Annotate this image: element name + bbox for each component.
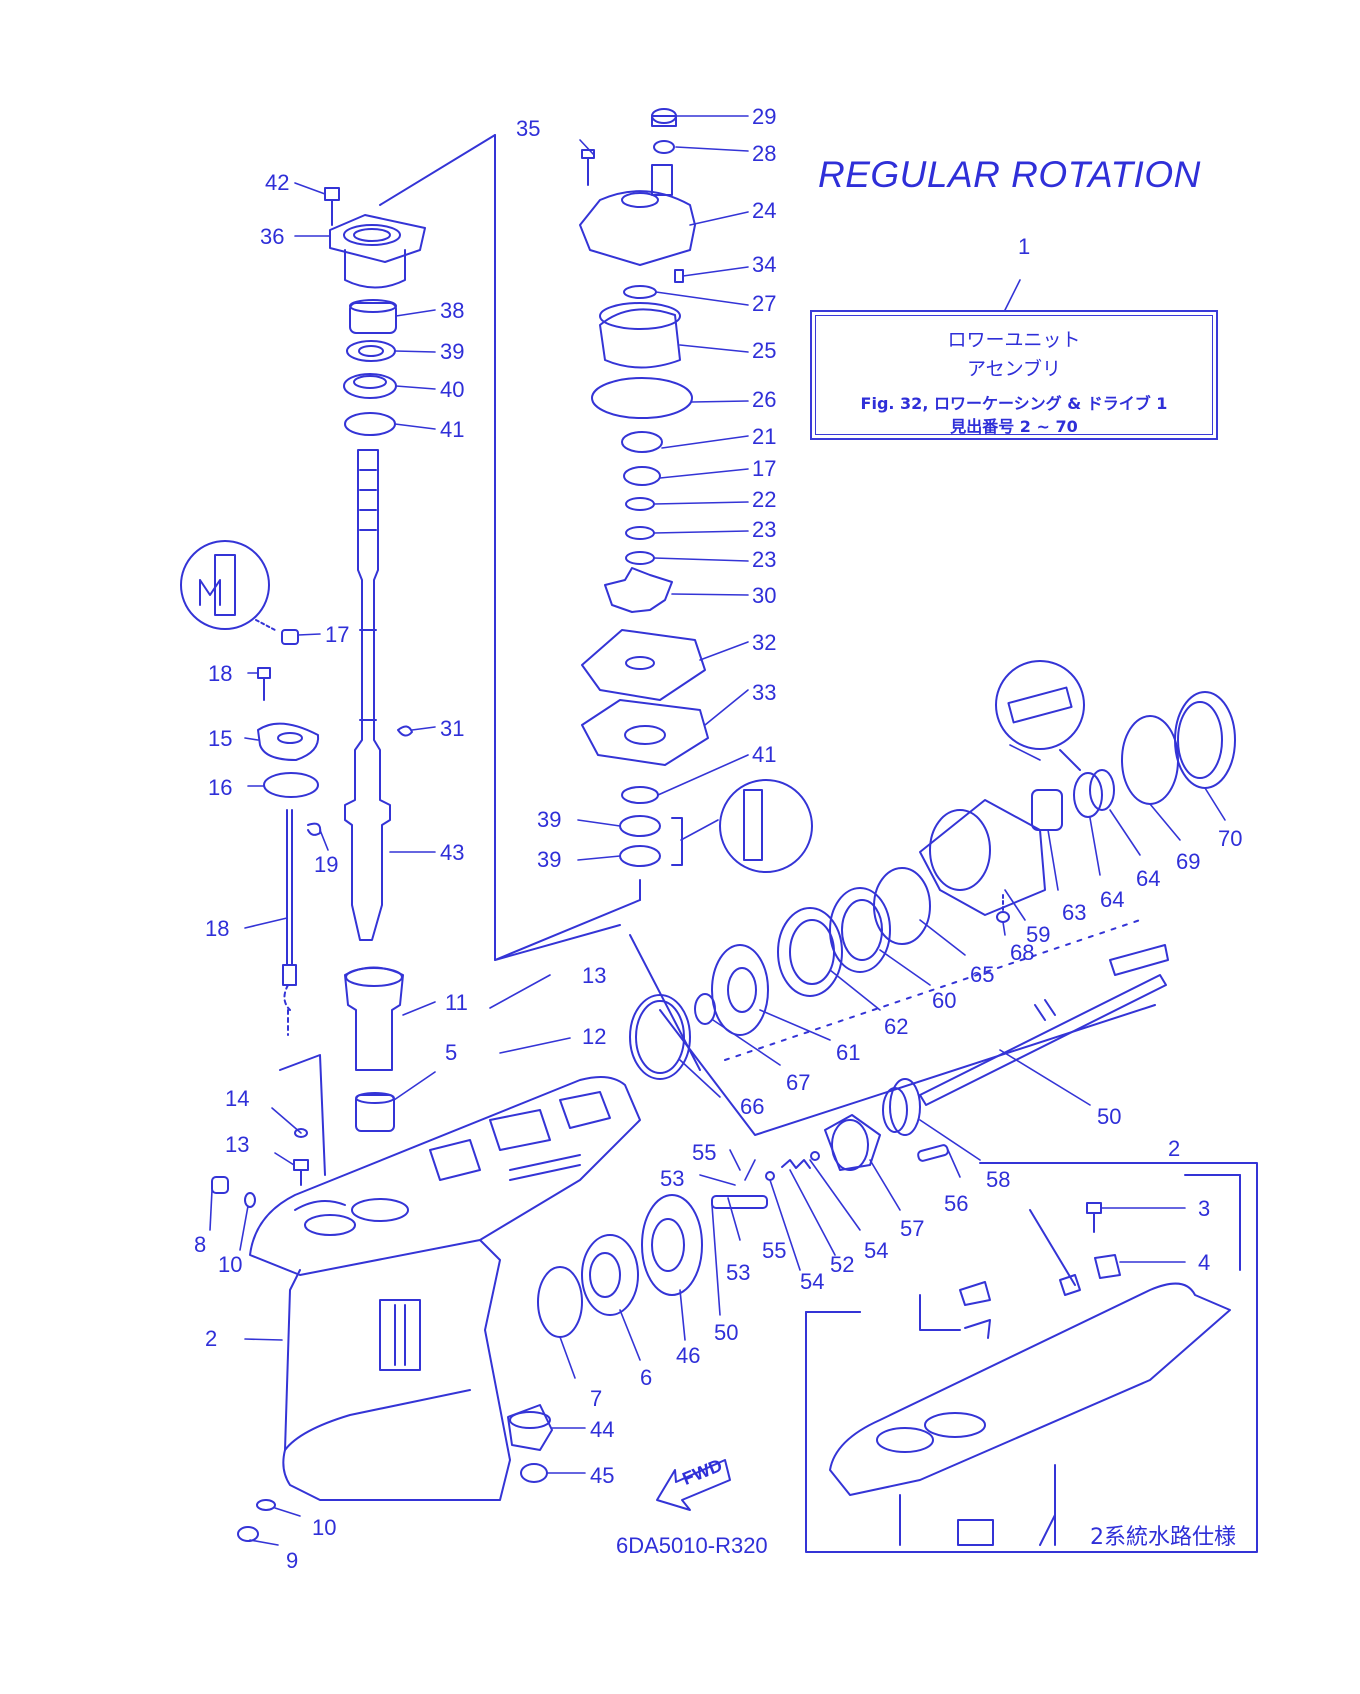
- callout-49: 46: [676, 1343, 700, 1368]
- callout-40: 38: [440, 298, 464, 323]
- callout-23b: 23: [752, 547, 776, 572]
- callout-16: 15: [208, 726, 232, 751]
- callout-14: 13: [225, 1132, 249, 1157]
- callout-8: 8: [194, 1232, 206, 1257]
- callout-57: 57: [900, 1216, 924, 1241]
- callout-64a: 64: [1100, 887, 1124, 912]
- callout-60: 60: [932, 988, 956, 1013]
- callout-33: 31: [440, 716, 464, 741]
- callout-2: 2: [205, 1326, 217, 1351]
- callout-19: 18: [208, 661, 232, 686]
- guide-lines: [279, 134, 1156, 1176]
- lower-casing: [249, 1075, 641, 1501]
- shift-rod-group: [180, 540, 322, 1542]
- callout-1: 1: [1018, 234, 1030, 259]
- callout-55a: 55: [692, 1140, 716, 1165]
- callout-17: 16: [208, 775, 232, 800]
- callout-63: 63: [1062, 900, 1086, 925]
- callout-47: 44: [590, 1417, 614, 1442]
- callout-6: 6: [640, 1365, 652, 1390]
- callout-53a: 53: [660, 1166, 684, 1191]
- callout-51: 50: [714, 1320, 738, 1345]
- drive-shaft-group: [324, 187, 426, 1132]
- callout-42: 40: [440, 377, 464, 402]
- callout-37: 35: [516, 116, 540, 141]
- callout-50: 50: [1097, 1104, 1121, 1129]
- callout-43: 41: [440, 417, 464, 442]
- callout-64b: 64: [1136, 866, 1160, 891]
- callout-inset-4: 4: [1198, 1250, 1210, 1275]
- callout-46: 43: [440, 840, 464, 865]
- callout-58: 58: [986, 1167, 1010, 1192]
- callout-23a: 22: [752, 487, 776, 512]
- callout-56: 56: [944, 1191, 968, 1216]
- callout-53b: 53: [726, 1260, 750, 1285]
- callout-12: 12: [582, 1024, 606, 1049]
- callout-7: 7: [590, 1386, 602, 1411]
- callout-5: 5: [445, 1040, 457, 1065]
- drawing-code: 6DA5010-R320: [616, 1533, 768, 1558]
- callout-9: 9: [286, 1548, 298, 1573]
- callout-39b: 39: [537, 847, 561, 872]
- callout-70: 70: [1218, 826, 1242, 851]
- callout-inset-3: 3: [1198, 1196, 1210, 1221]
- callout-52: 52: [830, 1252, 854, 1277]
- callout-29: 27: [752, 291, 776, 316]
- callout-20: 18: [205, 916, 229, 941]
- callout-38: 36: [260, 224, 284, 249]
- callout-28: 26: [752, 387, 776, 412]
- callout-31: 29: [752, 104, 776, 129]
- callout-inset-2: 2: [1168, 1136, 1180, 1161]
- gear-group: [507, 660, 1236, 1483]
- callout-62: 62: [884, 1014, 908, 1039]
- callout-65: 65: [970, 962, 994, 987]
- callout-27: 25: [752, 338, 776, 363]
- callout-55b: 55: [762, 1238, 786, 1263]
- callout-36: 34: [752, 252, 776, 277]
- leader-lines: [209, 115, 1226, 1546]
- callout-54b: 54: [800, 1269, 824, 1294]
- callout-11: 11: [445, 990, 468, 1015]
- diagram-title: REGULAR ROTATION: [818, 154, 1201, 195]
- callout-61: 61: [836, 1040, 860, 1065]
- callout-68: 68: [1010, 940, 1034, 965]
- callout-34: 32: [752, 630, 776, 655]
- callout-48: 45: [590, 1463, 614, 1488]
- callout-30: 28: [752, 141, 776, 166]
- callout-15: 14: [225, 1086, 249, 1111]
- assembly-reference-box: ロワーユニット アセンブリ Fig. 32, ロワーケーシング & ドライブ 1…: [810, 310, 1218, 440]
- callout-54a: 54: [864, 1238, 888, 1263]
- callout-10a: 10: [218, 1252, 242, 1277]
- callout-26: 24: [752, 198, 776, 223]
- fwd-arrow: [656, 1459, 731, 1511]
- callout-45: 42: [265, 170, 289, 195]
- callout-69: 69: [1176, 849, 1200, 874]
- callout-22: 17: [752, 456, 776, 481]
- callout-59: 59: [1026, 922, 1050, 947]
- callout-24: 23: [752, 517, 776, 542]
- callout-66: 66: [740, 1094, 764, 1119]
- callout-32: 30: [752, 583, 776, 608]
- water-pump-group: [494, 108, 813, 961]
- callout-18: 17: [325, 622, 349, 647]
- callout-67: 67: [786, 1070, 810, 1095]
- callout-35: 33: [752, 680, 776, 705]
- callout-25: 21: [752, 424, 776, 449]
- inset-note: 2系統水路仕様: [1090, 1525, 1236, 1550]
- callout-21: 19: [314, 852, 338, 877]
- callout-13: 13: [582, 963, 606, 988]
- callout-39a: 39: [537, 807, 561, 832]
- callout-10b: 10: [312, 1515, 336, 1540]
- callout-41: 39: [440, 339, 464, 364]
- callout-44: 41: [752, 742, 776, 767]
- inset-dual-waterway: [805, 1162, 1258, 1553]
